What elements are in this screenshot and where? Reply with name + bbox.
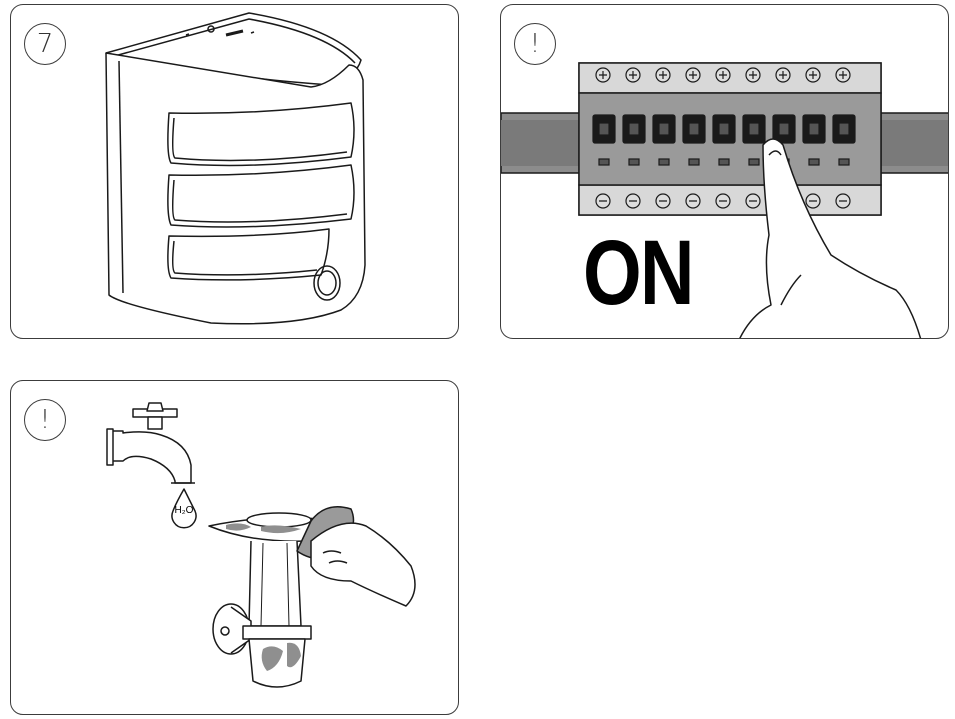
dehumidifier-unit-illustration	[105, 12, 366, 325]
breaker-part	[718, 158, 730, 166]
breaker-part	[688, 158, 700, 166]
breaker-part	[808, 158, 820, 166]
breaker-part	[718, 122, 730, 136]
breaker-screw	[629, 71, 637, 202]
breaker-screw	[719, 71, 727, 202]
breaker-screw	[809, 71, 817, 202]
breaker-part	[808, 122, 820, 136]
breaker-part	[658, 158, 670, 166]
warning-exclamation-badge: !	[514, 23, 556, 65]
breaker-part	[838, 122, 850, 136]
circuit-breaker-illustration	[501, 62, 948, 338]
breaker-part	[838, 158, 850, 166]
cleaning-warning-panel: !	[10, 380, 459, 715]
breaker-part	[598, 158, 610, 166]
tap-and-filter-illustration: H₂O	[106, 402, 416, 688]
warning-exclamation-badge-2: !	[24, 399, 66, 441]
on-label: ON	[583, 222, 695, 324]
breaker-screw	[839, 71, 847, 202]
breaker-part	[628, 122, 640, 136]
breaker-part	[688, 122, 700, 136]
breaker-part	[748, 122, 760, 136]
breaker-part	[628, 158, 640, 166]
h2o-label: H₂O	[175, 505, 194, 516]
breaker-screw	[689, 71, 697, 202]
breaker-part	[598, 122, 610, 136]
breaker-screw	[749, 71, 757, 202]
breaker-screw	[659, 71, 667, 202]
breaker-screw	[599, 71, 607, 202]
breaker-part	[778, 122, 790, 136]
power-on-warning-panel: ! ON	[500, 4, 949, 339]
step-7-panel: 7	[10, 4, 459, 339]
breaker-part	[748, 158, 760, 166]
step-number-badge: 7	[24, 23, 66, 65]
breaker-part	[658, 122, 670, 136]
